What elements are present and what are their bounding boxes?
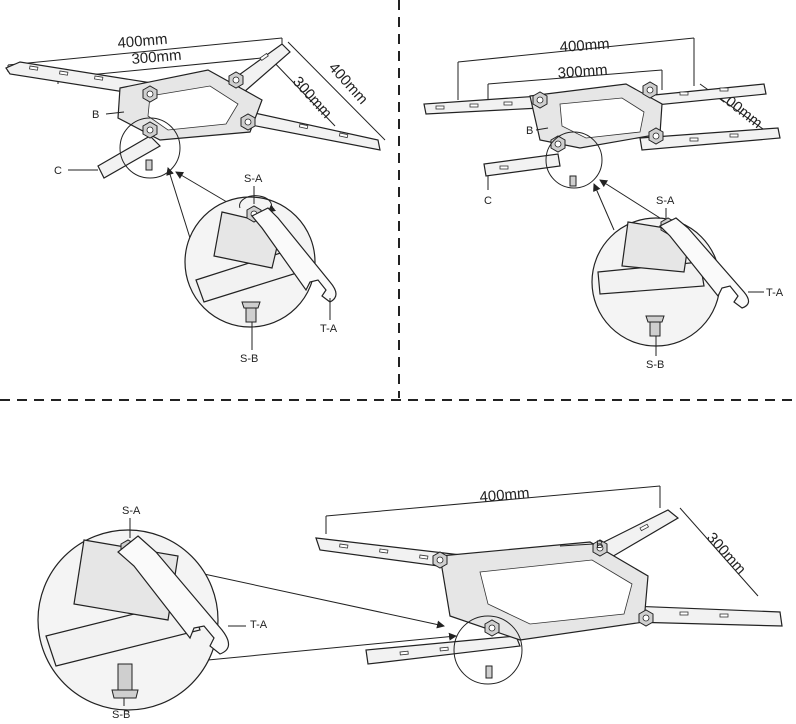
panel-bottom: 400mm 300mm B <box>37 485 783 721</box>
wrench-tool <box>117 535 230 655</box>
label-b: B <box>596 539 603 551</box>
wrench-tool <box>658 217 750 309</box>
dim-width-label: 400mm <box>479 485 530 506</box>
dim-outer-width-label: 400mm <box>559 36 610 56</box>
label-sb: S-B <box>240 353 258 365</box>
dim-height-label: 300mm <box>703 529 749 578</box>
dim-inner-width-label: 300mm <box>131 47 182 68</box>
detail-callout-circle <box>453 615 523 685</box>
dim-outer-width-label: 400mm <box>117 31 168 52</box>
label-sb: S-B <box>646 359 664 371</box>
label-sb: S-B <box>112 709 130 721</box>
label-sa: S-A <box>122 505 141 517</box>
detail-callout-circle <box>545 131 603 189</box>
label-b: B <box>526 125 533 137</box>
label-ta: T-A <box>766 287 784 299</box>
dim-outer-height-label: 400mm <box>325 59 371 108</box>
dim-inner-width-label: 300mm <box>557 62 608 82</box>
label-ta: T-A <box>250 619 268 631</box>
arm-bottom-right <box>245 111 381 151</box>
label-sa: S-A <box>244 173 263 185</box>
dim-inner-height-label: 300mm <box>289 73 335 122</box>
panel-top-right: 400mm 300mm 200mm B C <box>423 36 784 371</box>
label-ta: T-A <box>320 323 338 335</box>
label-sa: S-A <box>656 195 675 207</box>
label-c: C <box>484 195 492 207</box>
wrench-tool <box>251 207 337 303</box>
label-c: C <box>54 165 62 177</box>
arm-bottom-left <box>97 135 161 179</box>
label-b: B <box>92 109 99 121</box>
detail-callout-circle <box>119 117 181 179</box>
panel-top-left: 400mm 300mm 400mm 300mm B C <box>5 31 386 365</box>
